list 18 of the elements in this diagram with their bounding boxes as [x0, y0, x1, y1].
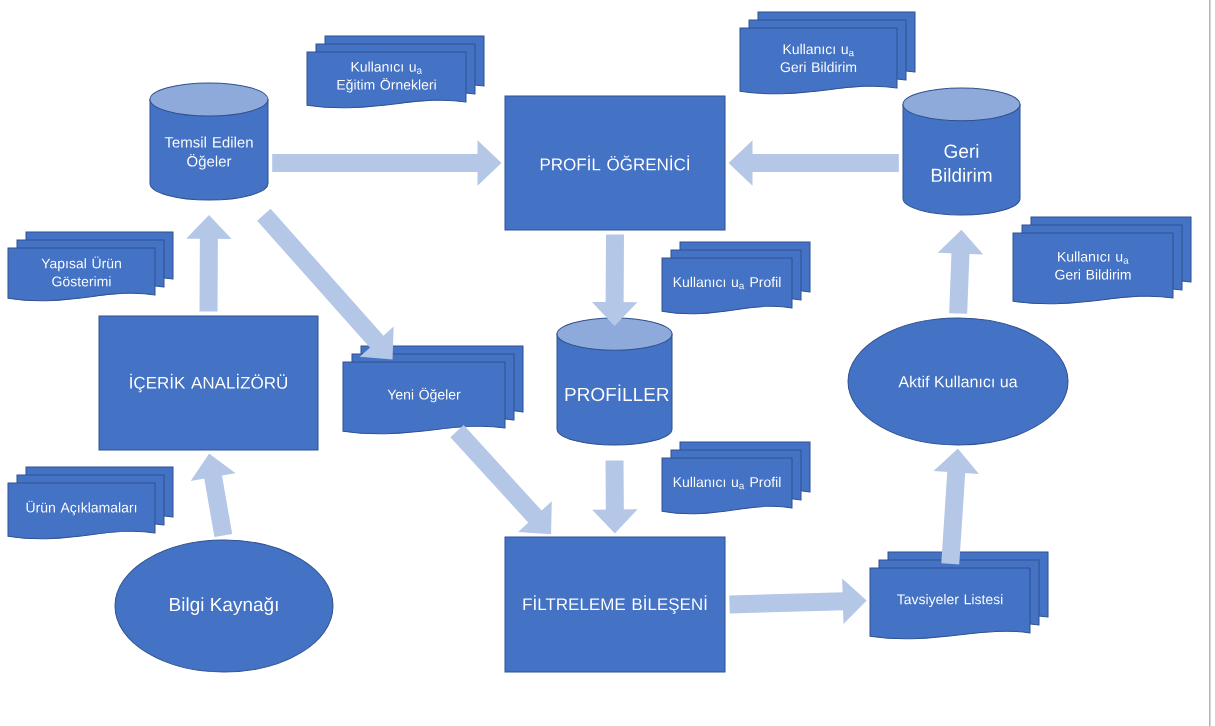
- block-arrow: [257, 208, 394, 360]
- database-cylinder: Temsil Edilen Öğeler: [149, 82, 269, 201]
- process-box: FİLTRELEME BİLEŞENİ: [504, 536, 726, 673]
- document-stack: Yapısal Ürün Gösterimi: [7, 231, 174, 302]
- ellipse-node: Bilgi Kaynağı: [114, 539, 334, 673]
- document-stack: Kullanıcı u$_{a}$ Geri Bildirim: [739, 11, 916, 95]
- document-stack: Yeni Öğeler: [342, 345, 524, 435]
- document-stack: Tavsiyeler Listesi: [869, 551, 1049, 640]
- ellipse-node: Aktif Kullanıcı ua: [847, 317, 1069, 446]
- document-stack: Kullanıcı u$_{a}$ Eğitim Örnekleri: [306, 35, 485, 109]
- process-box: İÇERİK ANALİZÖRÜ: [98, 315, 319, 451]
- document-stack: Kullanıcı u$_{a}$ Profil: [661, 241, 811, 315]
- document-stack: Kullanıcı u$_{a}$ Profil: [661, 441, 811, 515]
- process-box: PROFİL ÖĞRENİCİ: [504, 95, 726, 231]
- document-stack: Kullanıcı u$_{a}$ Geri Bildirim: [1012, 216, 1192, 305]
- database-cylinder: PROFİLLER: [556, 317, 673, 446]
- document-stack: Ürün Açıklamaları: [7, 466, 174, 540]
- database-cylinder: Geri Bildirim: [902, 87, 1021, 216]
